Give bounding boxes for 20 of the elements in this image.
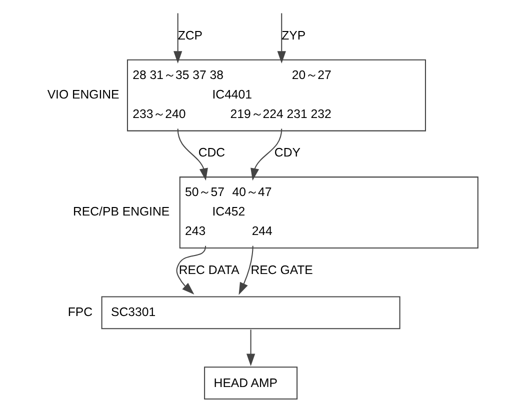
node-label: VIO ENGINE: [47, 88, 120, 102]
arrow: [176, 246, 206, 294]
node-box: 28 31～35 37 38 20～27 IC4401 233～240 219～224 231 232: [126, 59, 426, 132]
arrow: [277, 13, 286, 64]
edge-label: CDY: [274, 146, 300, 160]
edge-label: ZCP: [178, 28, 203, 42]
arrow: [250, 128, 282, 181]
node-box: 50～57 40～47 IC452 243 244: [179, 176, 478, 248]
edge-label: ZYP: [282, 28, 306, 42]
edge-label: REC DATA: [178, 262, 240, 277]
node-label: FPC: [68, 304, 93, 319]
node-box: HEAD AMP: [204, 366, 298, 400]
arrow: [174, 13, 182, 64]
arrow: [177, 128, 208, 181]
arrow: [238, 246, 254, 295]
edge-label: REC GATE: [250, 262, 313, 277]
node-box: SC3301: [101, 296, 400, 330]
edge-label: CDC: [198, 146, 226, 160]
node-label: REC/PB ENGINE: [73, 204, 170, 219]
arrow: [246, 330, 256, 366]
